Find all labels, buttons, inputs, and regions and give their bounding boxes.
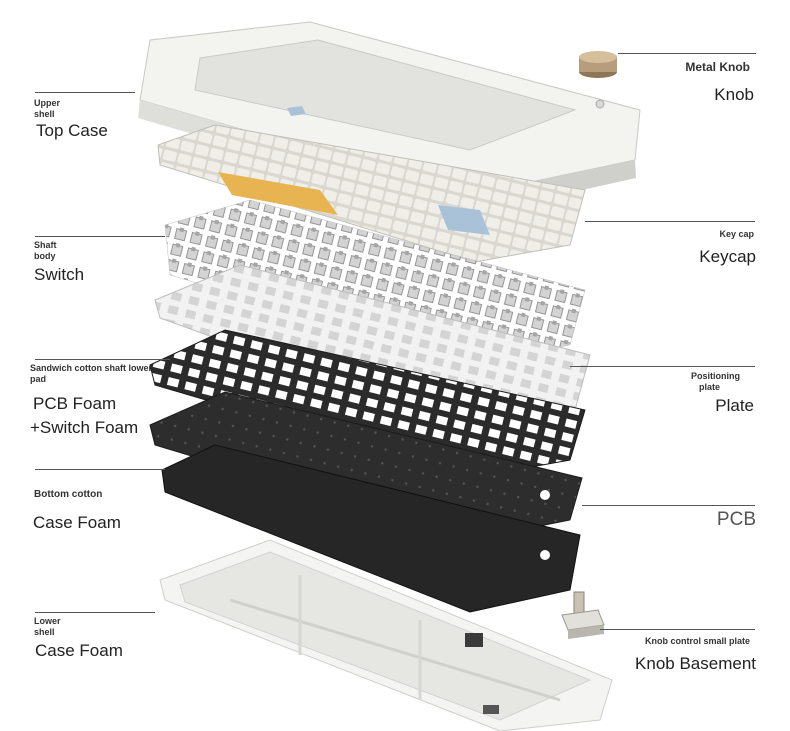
keycaps	[157, 106, 586, 263]
knob-basement	[561, 591, 605, 639]
positioning-plate-caption-1: Positioning	[691, 371, 740, 381]
leader-line-switch	[35, 236, 165, 237]
metal-knob	[579, 51, 617, 78]
leader-line-pcb-foam	[35, 359, 170, 360]
leader-line-top-case	[35, 92, 135, 93]
leader-line-pcb	[582, 505, 755, 506]
leader-line-case-foam	[35, 469, 165, 470]
case-foam	[161, 444, 581, 613]
knob-control-plate-caption: Knob control small plate	[644, 636, 750, 646]
knob-label: Knob	[714, 85, 754, 104]
keycap-caption: Key cap	[719, 229, 754, 239]
sandwich-cotton-caption-2: pad	[30, 374, 47, 384]
top-case-label: Top Case	[36, 121, 108, 140]
pcb-foam-label: PCB Foam	[33, 394, 117, 413]
knob-basement-label: Knob Basement	[635, 654, 756, 673]
upper-shell-caption-2: shell	[34, 109, 55, 119]
switches	[164, 199, 586, 366]
bottom-cotton-caption: Bottom cotton	[34, 489, 103, 500]
leader-line-knob	[618, 53, 756, 54]
leader-line-knob-basement	[600, 629, 755, 630]
leader-line-keycap	[585, 221, 755, 222]
metal-knob-caption: Metal Knob	[685, 60, 750, 74]
bottom-case	[159, 539, 613, 731]
shaft-body-caption-2: body	[34, 251, 56, 261]
pcb-foam	[149, 329, 586, 479]
sandwich-cotton-caption-1: Sandwich cotton shaft lower	[30, 363, 153, 373]
lower-shell-caption-2: shell	[34, 627, 55, 637]
leader-line-lower-shell	[35, 612, 155, 613]
case-foam-label: Case Foam	[33, 513, 121, 532]
keycap-label: Keycap	[699, 247, 756, 266]
shaft-body-caption-1: Shaft	[34, 240, 57, 250]
pcb-label: PCB	[716, 509, 756, 530]
lower-shell-caption-1: Lower	[34, 616, 61, 626]
switch-label: Switch	[34, 265, 85, 284]
plate-label: Plate	[715, 396, 754, 415]
leader-line-plate	[570, 366, 755, 367]
switch-foam-label: +Switch Foam	[30, 418, 139, 437]
pcb	[149, 391, 583, 541]
positioning-plate-caption-2: plate	[699, 382, 721, 392]
lower-case-foam-label: Case Foam	[35, 641, 123, 660]
upper-shell-caption-1: Upper	[34, 98, 61, 108]
